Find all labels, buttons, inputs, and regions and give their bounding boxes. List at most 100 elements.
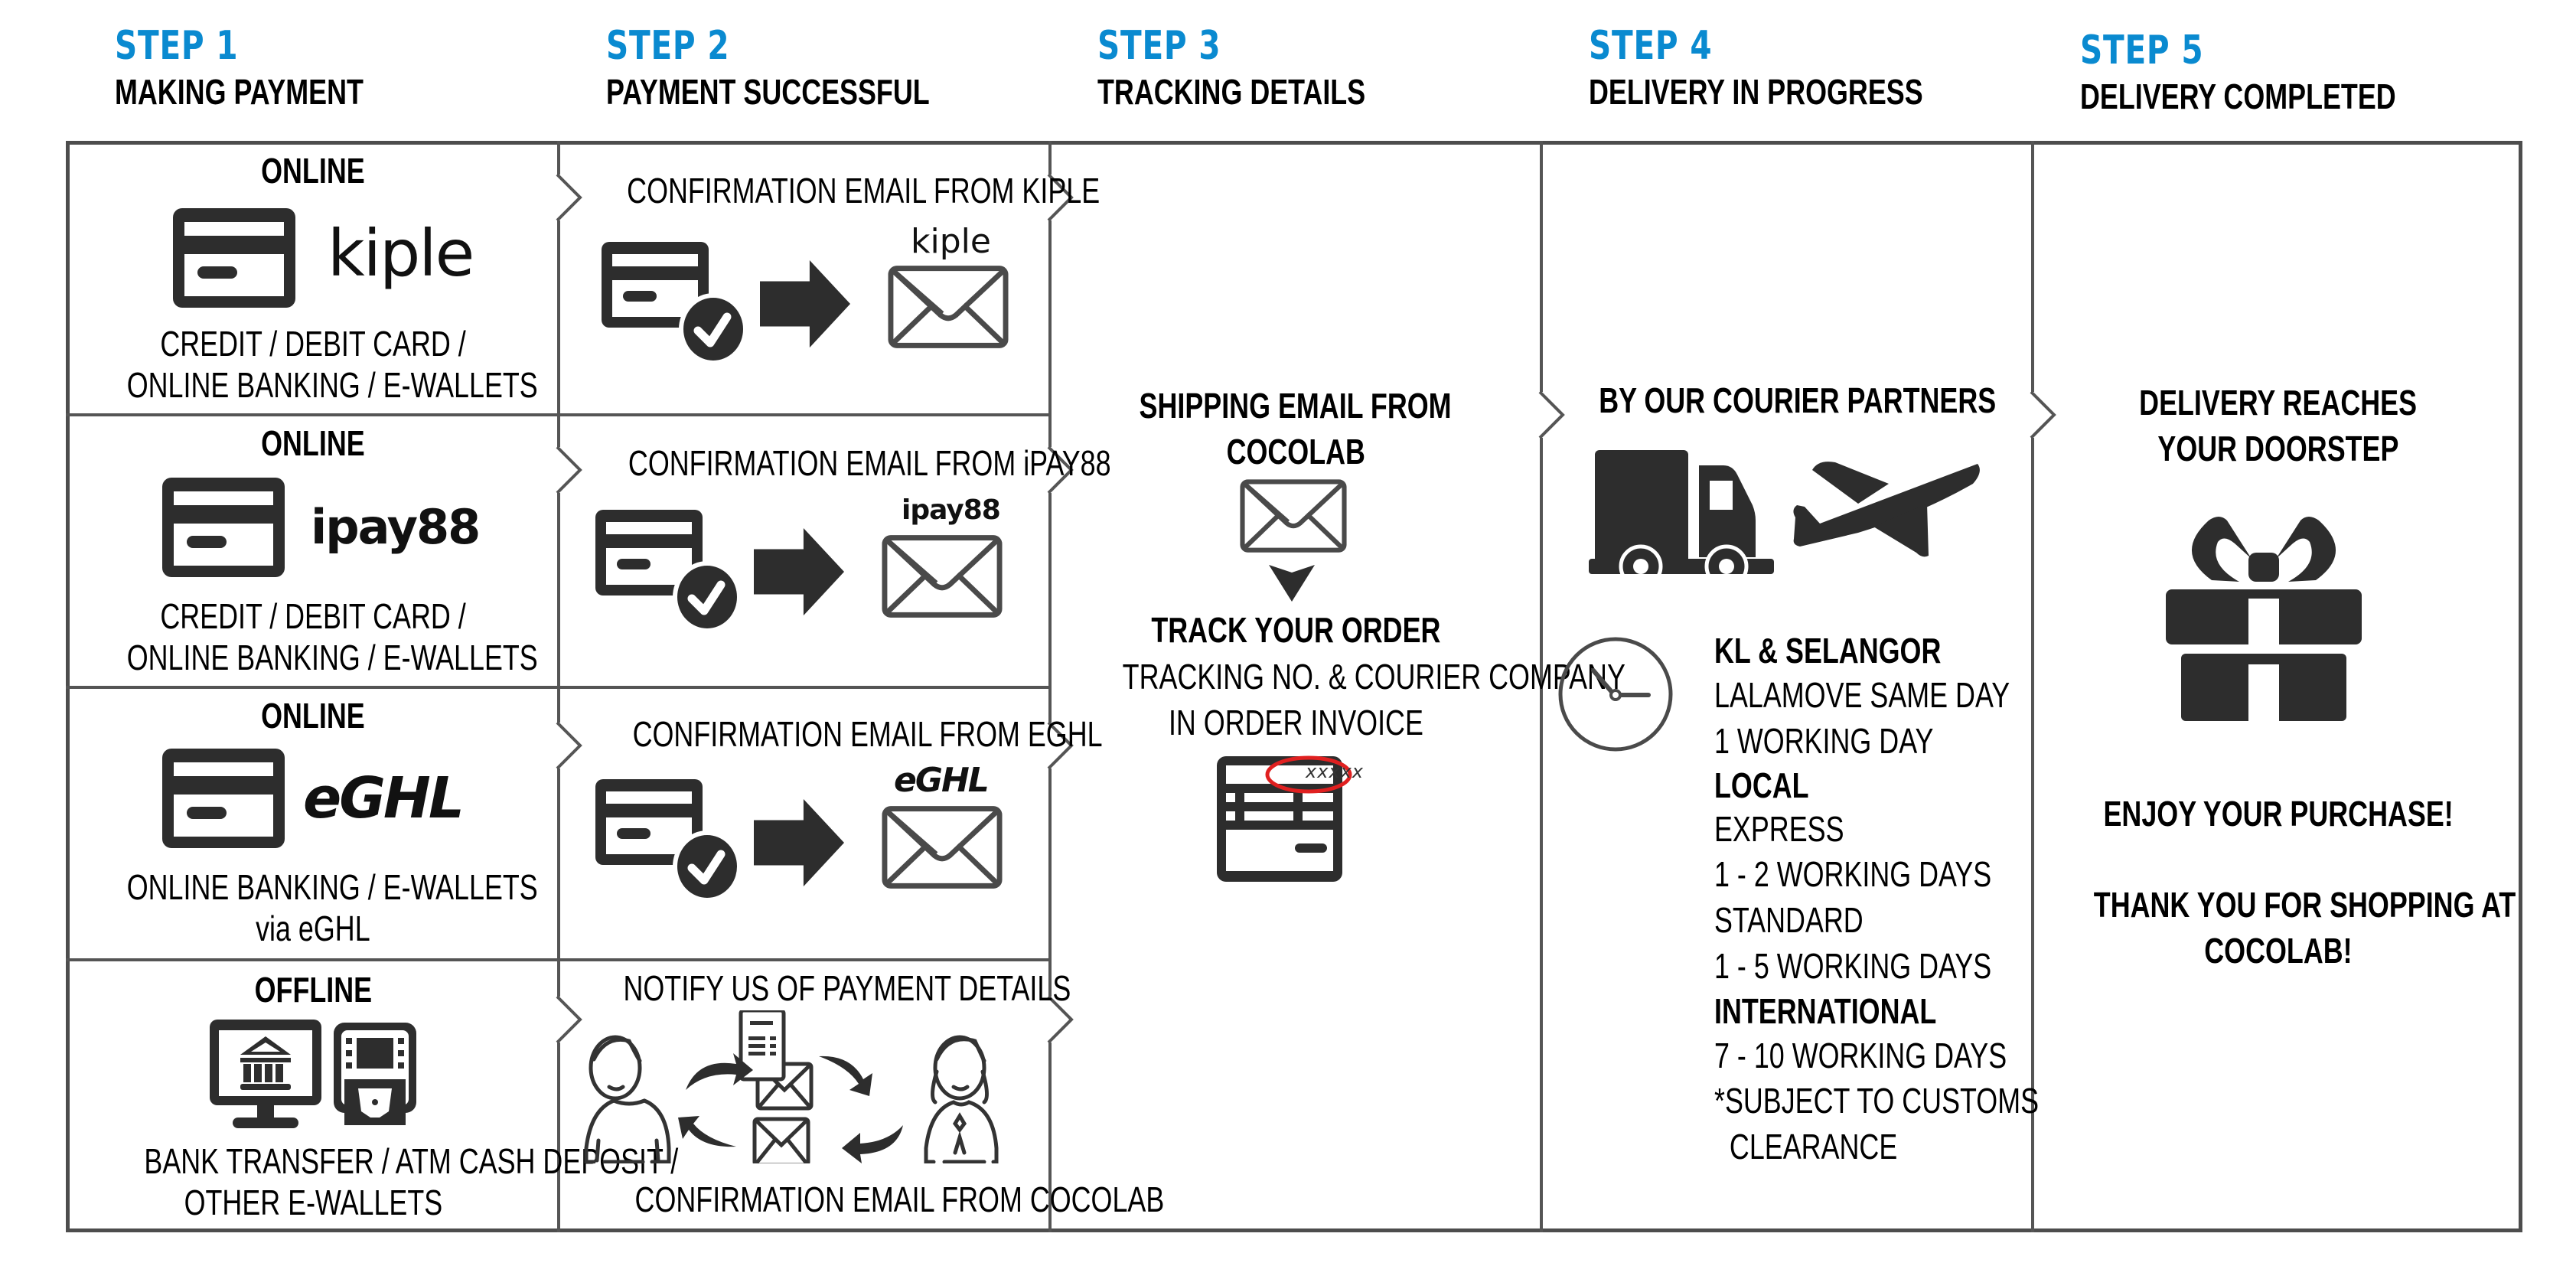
- eghl-logo-text: eGHL: [303, 765, 465, 831]
- description-line: ONLINE BANKING / E-WALLETS: [126, 638, 538, 677]
- column-divider: [2031, 141, 2034, 1232]
- thank-you-line: COCOLAB!: [2204, 931, 2353, 971]
- invoice-icon: [1217, 755, 1352, 882]
- step-3-header: STEP 3 TRACKING DETAILS: [1097, 23, 1441, 115]
- delivery-group-title: LOCAL: [1714, 765, 1809, 805]
- payment-method-description: BANK TRANSFER / ATM CASH DEPOSIT / OTHER…: [69, 1140, 678, 1223]
- confirmation-title: CONFIRMATION EMAIL FROM KIPLE: [627, 171, 1101, 210]
- description-line: ONLINE BANKING / E-WALLETS: [126, 365, 538, 405]
- card-check-icon: [602, 242, 755, 364]
- tracking-heading-line: SHIPPING EMAIL FROM: [1139, 386, 1452, 426]
- step-5-header: STEP 5 DELIVERY COMPLETED: [2080, 28, 2485, 119]
- delivery-group-line: 1 - 5 WORKING DAYS: [1714, 946, 1992, 986]
- delivery-heading-text: BY OUR COURIER PARTNERS: [1599, 380, 1997, 420]
- chevron-right-icon: [556, 175, 582, 220]
- completed-heading-line: DELIVERY REACHES: [2139, 383, 2418, 423]
- payment-type-label: OFFLINE: [254, 970, 372, 1010]
- chevron-right-icon: [556, 723, 582, 768]
- credit-card-icon: [162, 749, 285, 848]
- step-number: STEP 2: [606, 23, 730, 69]
- step-number: STEP 3: [1097, 23, 1221, 69]
- confirmation-kiple: CONFIRMATION EMAIL FROM KIPLE: [560, 170, 1100, 211]
- chevron-right-icon: [556, 447, 582, 493]
- description-line: CREDIT / DEBIT CARD /: [160, 324, 466, 364]
- row-divider: [66, 958, 1050, 961]
- payment-method-kiple: ONLINE: [69, 150, 557, 191]
- step-title: TRACKING DETAILS: [1097, 72, 1366, 112]
- description-line: CREDIT / DEBIT CARD /: [160, 596, 466, 636]
- payment-type-label: ONLINE: [261, 423, 365, 463]
- description-line: via eGHL: [256, 909, 370, 948]
- clock-icon: [1558, 637, 1673, 752]
- description-line: ONLINE BANKING / E-WALLETS: [126, 867, 538, 907]
- chevron-right-icon: [556, 997, 582, 1042]
- ipay88-logo: ipay88: [902, 494, 1001, 526]
- tracking-heading: SHIPPING EMAIL FROM COCOLAB: [1052, 383, 1540, 475]
- thank-you-line: THANK YOU FOR SHOPPING AT: [2093, 885, 2516, 925]
- delivery-group-local: LOCAL EXPRESS 1 - 2 WORKING DAYS STANDAR…: [1714, 764, 2131, 989]
- delivery-group-title: INTERNATIONAL: [1714, 991, 1937, 1031]
- confirmation-title: CONFIRMATION EMAIL FROM iPAY88: [628, 443, 1111, 483]
- eghl-logo: eGHL: [303, 765, 465, 831]
- completed-heading-line: YOUR DOORSTEP: [2157, 429, 2399, 468]
- delivery-time-list: KL & SELANGOR LALAMOVE SAME DAY 1 WORKIN…: [1714, 629, 2131, 1170]
- column-divider: [1540, 141, 1543, 1232]
- confirmation-offline: NOTIFY US OF PAYMENT DETAILS: [560, 967, 1071, 1009]
- eghl-logo: eGHL: [894, 761, 990, 800]
- kiple-logo: kiple: [911, 222, 991, 261]
- envelope-icon: [1240, 478, 1347, 554]
- confirmation-ipay88: CONFIRMATION EMAIL FROM iPAY88: [560, 442, 1111, 484]
- chevron-right-icon: [1047, 175, 1074, 220]
- tracking-heading-line: COCOLAB: [1226, 432, 1365, 471]
- arrow-right-icon: [759, 260, 851, 351]
- card-check-icon: [595, 779, 748, 902]
- delivery-group-title: KL & SELANGOR: [1714, 631, 1942, 671]
- step-title: DELIVERY COMPLETED: [2080, 77, 2396, 116]
- delivery-group-line: LALAMOVE SAME DAY: [1714, 675, 2010, 715]
- row-divider: [66, 413, 1050, 416]
- delivery-group-line: CLEARANCE: [1714, 1127, 1898, 1166]
- arrow-right-icon: [753, 799, 845, 889]
- envelope-icon: [882, 805, 1003, 889]
- step-2-header: STEP 2 PAYMENT SUCCESSFUL: [606, 23, 1021, 115]
- atm-icon: [334, 1023, 416, 1125]
- column-divider: [1048, 141, 1052, 1232]
- step-title: DELIVERY IN PROGRESS: [1589, 72, 1923, 112]
- tracking-details: TRACKING NO. & COURIER COMPANY IN ORDER …: [1052, 654, 1625, 746]
- bank-computer-icon: [210, 1020, 321, 1128]
- confirmation-footer: CONFIRMATION EMAIL FROM COCOLAB: [560, 1179, 1165, 1220]
- payment-method-description: ONLINE BANKING / E-WALLETS via eGHL: [69, 866, 557, 949]
- payment-type-label: ONLINE: [261, 696, 365, 736]
- delivery-group-line: STANDARD: [1714, 900, 1864, 940]
- delivery-group-kl-selangor: KL & SELANGOR LALAMOVE SAME DAY 1 WORKIN…: [1714, 629, 2131, 764]
- confirmation-title: CONFIRMATION EMAIL FROM EGHL: [632, 714, 1103, 754]
- tracking-detail-line: IN ORDER INVOICE: [1168, 703, 1423, 742]
- chevron-right-icon: [1047, 723, 1074, 768]
- step-number: STEP 4: [1589, 23, 1713, 69]
- track-order-heading: TRACK YOUR ORDER: [1052, 609, 1540, 651]
- confirmation-title: NOTIFY US OF PAYMENT DETAILS: [623, 968, 1071, 1008]
- confirmation-footer-text: CONFIRMATION EMAIL FROM COCOLAB: [634, 1180, 1165, 1219]
- arrow-down-icon: [1269, 565, 1315, 602]
- payment-method-description: CREDIT / DEBIT CARD / ONLINE BANKING / E…: [69, 595, 557, 678]
- payment-method-offline: OFFLINE: [69, 969, 557, 1010]
- confirmation-eghl: CONFIRMATION EMAIL FROM EGHL: [566, 713, 1103, 755]
- credit-card-icon: [162, 478, 285, 577]
- thank-you-message: THANK YOU FOR SHOPPING AT COCOLAB!: [2034, 882, 2522, 974]
- step-title: PAYMENT SUCCESSFUL: [606, 72, 930, 112]
- step-1-header: STEP 1 MAKING PAYMENT: [115, 23, 434, 115]
- chevron-right-icon: [1047, 997, 1074, 1042]
- delivery-group-international: INTERNATIONAL 7 - 10 WORKING DAYS *SUBJE…: [1714, 989, 2131, 1170]
- tracking-detail-line: TRACKING NO. & COURIER COMPANY: [1122, 657, 1625, 697]
- chevron-right-icon: [2030, 392, 2056, 438]
- delivery-heading: BY OUR COURIER PARTNERS: [1543, 380, 2031, 421]
- delivery-group-line: 7 - 10 WORKING DAYS: [1714, 1036, 2007, 1075]
- step-number: STEP 5: [2080, 28, 2204, 73]
- chevron-right-icon: [1047, 447, 1074, 493]
- enjoy-text: ENJOY YOUR PURCHASE!: [2103, 794, 2454, 834]
- envelope-icon: [882, 534, 1003, 618]
- card-check-icon: [595, 510, 748, 632]
- payment-method-ipay88: ONLINE: [69, 423, 557, 464]
- airplane-icon: [1793, 462, 1980, 557]
- payment-method-description: CREDIT / DEBIT CARD / ONLINE BANKING / E…: [69, 323, 557, 406]
